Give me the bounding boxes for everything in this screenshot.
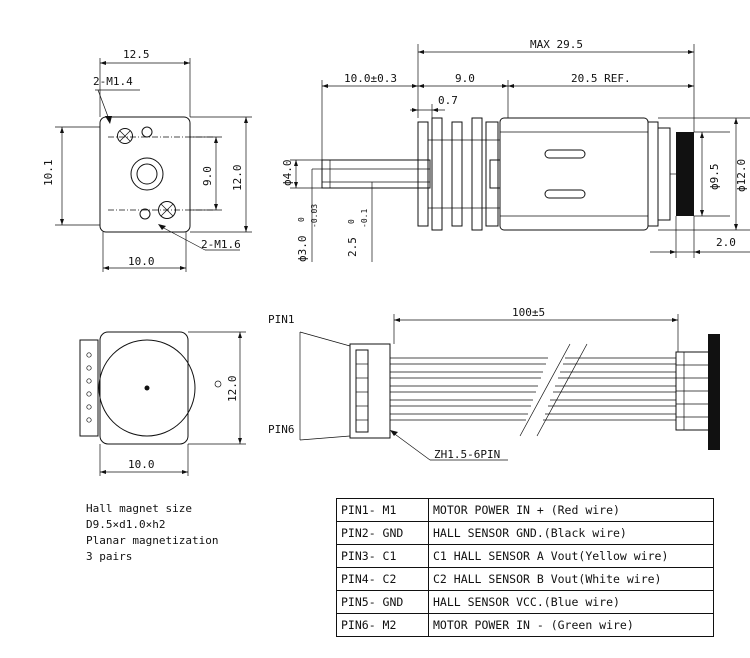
cable-assembly: PIN1 PIN6 xyxy=(268,306,720,461)
table-row: PIN5- GND HALL SENSOR VCC.(Blue wire) xyxy=(336,590,714,614)
pin6-label: PIN6 xyxy=(268,423,295,436)
pin-table: PIN1- M1 MOTOR POWER IN + (Red wire) PIN… xyxy=(336,498,714,637)
table-row: PIN4- C2 C2 HALL SENSOR B Vout(White wir… xyxy=(336,567,714,591)
front-inner-height-dim: 9.0 xyxy=(201,166,214,186)
shaft-length-dim: 10.0±0.3 xyxy=(344,72,397,85)
front-bottom-width-dim: 10.0 xyxy=(128,255,155,268)
screw-top-label: 2-M1.4 xyxy=(93,75,133,88)
magnet-note: Hall magnet size D9.5×d1.0×h2 Planar mag… xyxy=(86,501,218,565)
shaft-dia-dim: ϕ4.0 xyxy=(281,160,294,187)
table-row: PIN3- C1 C1 HALL SENSOR A Vout(Yellow wi… xyxy=(336,544,714,568)
front-width-dim: 12.5 xyxy=(123,48,150,61)
shaft-inner-tol-top: 0 xyxy=(297,217,306,222)
table-row: PIN2- GND HALL SENSOR GND.(Black wire) xyxy=(336,521,714,545)
magnet-note-line: Hall magnet size xyxy=(86,502,192,515)
screw-bottom-label: 2-M1.6 xyxy=(201,238,241,251)
gearbox-length-dim: 9.0 xyxy=(455,72,475,85)
pin-cell: PIN1- M1 xyxy=(336,498,429,522)
cable-length-dim: 100±5 xyxy=(512,306,545,319)
desc-cell: HALL SENSOR GND.(Black wire) xyxy=(428,521,714,545)
rear-view: 12.0 10.0 xyxy=(79,331,246,476)
table-row: PIN1- M1 MOTOR POWER IN + (Red wire) xyxy=(336,498,714,522)
pin-cell: PIN5- GND xyxy=(336,590,429,614)
shaft-inner-dim: ϕ3.0 xyxy=(296,236,309,263)
pin-cell: PIN6- M2 xyxy=(336,613,429,637)
max-length-dim: MAX 29.5 xyxy=(530,38,583,51)
pin-cell: PIN2- GND xyxy=(336,521,429,545)
pin-cell: PIN4- C2 xyxy=(336,567,429,591)
front-view: 12.5 2-M1.4 2-M1.6 10.1 xyxy=(42,48,252,272)
magnet-note-line: D9.5×d1.0×h2 xyxy=(86,518,166,531)
desc-cell: C2 HALL SENSOR B Vout(White wire) xyxy=(428,567,714,591)
desc-cell: HALL SENSOR VCC.(Blue wire) xyxy=(428,590,714,614)
rear-width-dim: 10.0 xyxy=(128,458,155,471)
pin-cell: PIN3- C1 xyxy=(336,544,429,568)
desc-cell: MOTOR POWER IN - (Green wire) xyxy=(428,613,714,637)
motor-length-dim: 20.5 REF. xyxy=(571,72,631,85)
rear-height-dim: 12.0 xyxy=(226,376,239,403)
magnet-note-line: Planar magnetization xyxy=(86,534,219,547)
side-view: MAX 29.5 10.0±0.3 9.0 20.5 REF. 0.7 ϕ4.0… xyxy=(281,38,750,262)
encoder-width-dim: 2.0 xyxy=(716,236,736,249)
flat-tol-top: 0 xyxy=(347,219,356,224)
motor-dia-dim: ϕ12.0 xyxy=(735,159,748,192)
desc-cell: C1 HALL SENSOR A Vout(Yellow wire) xyxy=(428,544,714,568)
flange-dim: 0.7 xyxy=(438,94,458,107)
front-outer-height-dim: 12.0 xyxy=(231,165,244,192)
table-row: PIN6- M2 MOTOR POWER IN - (Green wire) xyxy=(336,613,714,637)
magnet-dia-dim: ϕ9.5 xyxy=(708,164,721,191)
connector-label: ZH1.5-6PIN xyxy=(434,448,500,461)
flat-tol-bottom: -0.1 xyxy=(360,209,369,228)
front-left-height-dim: 10.1 xyxy=(42,160,55,187)
shaft-inner-tol-bottom: -0.03 xyxy=(310,204,319,228)
flat-dim: 2.5 xyxy=(346,237,359,257)
pin1-label: PIN1 xyxy=(268,313,295,326)
desc-cell: MOTOR POWER IN + (Red wire) xyxy=(428,498,714,522)
magnet-note-line: 3 pairs xyxy=(86,550,133,563)
